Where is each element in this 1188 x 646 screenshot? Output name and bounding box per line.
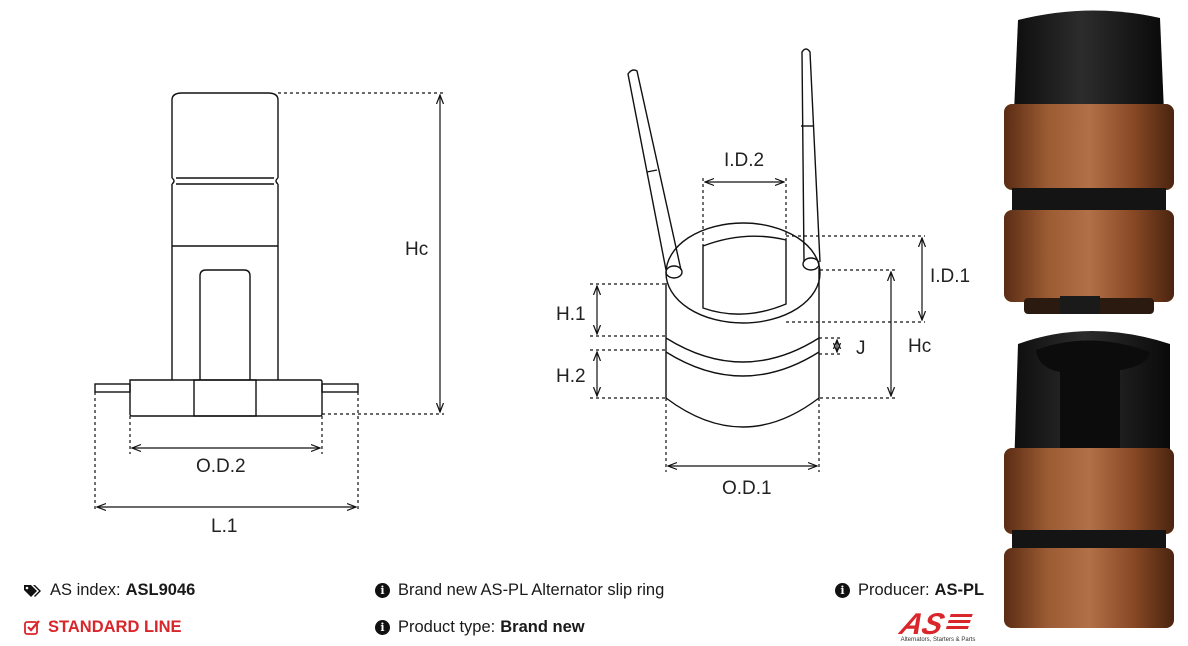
check-square-icon bbox=[24, 620, 40, 635]
product-type-value: Brand new bbox=[500, 618, 585, 636]
dim-id2: I.D.2 bbox=[724, 150, 764, 171]
dim-od1: O.D.1 bbox=[722, 478, 772, 499]
dim-hc-right: Hc bbox=[908, 336, 931, 357]
dim-hc-left: Hc bbox=[405, 239, 428, 260]
as-index-label: AS index: bbox=[50, 581, 121, 599]
as-index-value: ASL9046 bbox=[125, 581, 196, 599]
dim-j: J bbox=[856, 338, 866, 359]
product-photo bbox=[1004, 10, 1174, 628]
info-circle-icon: i bbox=[375, 583, 390, 598]
tags-icon bbox=[24, 584, 42, 598]
dim-h1: H.1 bbox=[556, 304, 586, 325]
dim-l1: L.1 bbox=[211, 516, 237, 537]
logo-text: AS bbox=[895, 607, 949, 638]
info-circle-icon: i bbox=[835, 583, 850, 598]
product-description: Brand new AS-PL Alternator slip ring bbox=[398, 581, 665, 599]
dim-h2: H.2 bbox=[556, 366, 586, 387]
info-circle-icon: i bbox=[375, 620, 390, 635]
producer-value: AS-PL bbox=[934, 581, 985, 599]
product-type-row: i Product type: Brand new bbox=[375, 618, 585, 637]
standard-line-badge: STANDARD LINE bbox=[48, 618, 182, 636]
description-row: i Brand new AS-PL Alternator slip ring bbox=[375, 581, 664, 600]
as-index-row: AS index: ASL9046 bbox=[24, 581, 195, 600]
dim-id1: I.D.1 bbox=[930, 266, 970, 287]
logo-tagline: Alternators, Starters & Parts bbox=[900, 637, 976, 643]
dim-od2: O.D.2 bbox=[196, 456, 246, 477]
producer-row: i Producer: AS-PL bbox=[835, 581, 984, 600]
product-type-label: Product type: bbox=[398, 618, 496, 636]
slip-ring-3d-view bbox=[590, 48, 925, 472]
standard-line-row: STANDARD LINE bbox=[24, 618, 182, 637]
slip-ring-side-view bbox=[94, 92, 444, 512]
producer-label: Producer: bbox=[858, 581, 930, 599]
as-pl-logo: AS Alternators, Starters & Parts bbox=[888, 604, 988, 646]
